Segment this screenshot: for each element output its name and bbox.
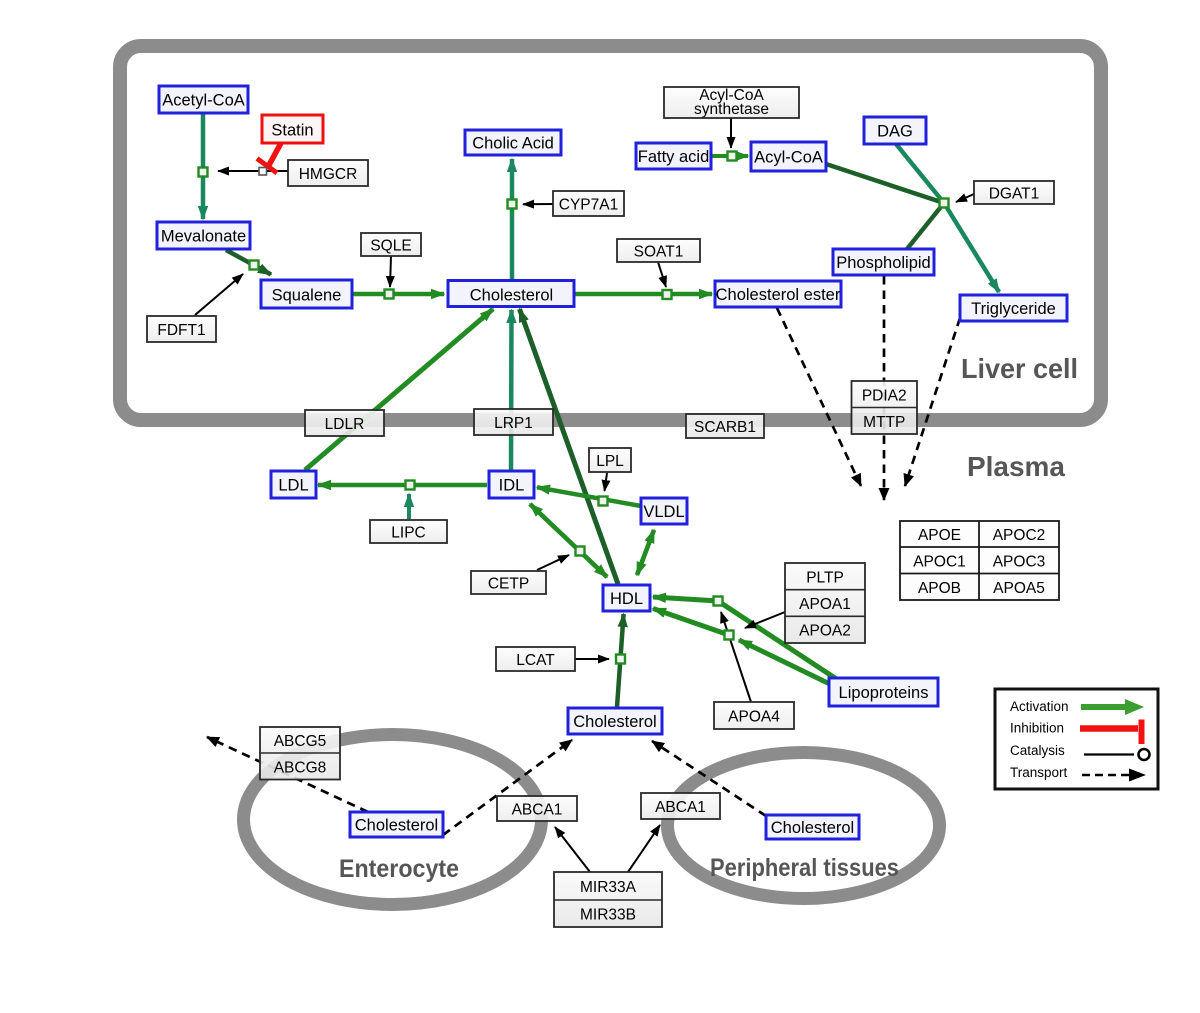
svg-text:Catalysis: Catalysis xyxy=(1010,743,1065,758)
svg-text:PDIA2: PDIA2 xyxy=(862,388,907,405)
svg-text:LDL: LDL xyxy=(278,477,308,495)
svg-text:Acyl-CoA: Acyl-CoA xyxy=(754,149,823,167)
svg-text:FDFT1: FDFT1 xyxy=(157,322,205,339)
svg-text:Fatty acid: Fatty acid xyxy=(638,148,710,166)
svg-text:LCAT: LCAT xyxy=(516,652,555,669)
svg-text:APOC3: APOC3 xyxy=(993,554,1046,571)
svg-text:Inhibition: Inhibition xyxy=(1010,721,1064,736)
svg-text:APOA2: APOA2 xyxy=(799,623,851,640)
svg-text:SOAT1: SOAT1 xyxy=(634,244,684,261)
svg-text:Acyl-CoA: Acyl-CoA xyxy=(699,87,764,104)
svg-text:DGAT1: DGAT1 xyxy=(989,186,1040,203)
svg-text:ABCA1: ABCA1 xyxy=(655,799,706,816)
svg-text:Lipoproteins: Lipoproteins xyxy=(839,684,929,702)
svg-text:SCARB1: SCARB1 xyxy=(694,419,756,436)
svg-text:Activation: Activation xyxy=(1010,699,1069,714)
svg-text:Cholic Acid: Cholic Acid xyxy=(472,135,554,153)
svg-text:DAG: DAG xyxy=(877,123,913,141)
svg-text:LPL: LPL xyxy=(596,453,624,470)
svg-text:Liver cell: Liver cell xyxy=(961,353,1078,384)
svg-text:PLTP: PLTP xyxy=(806,570,844,587)
svg-text:Cholesterol: Cholesterol xyxy=(355,817,438,835)
svg-text:Triglyceride: Triglyceride xyxy=(971,300,1056,318)
svg-text:VLDL: VLDL xyxy=(643,503,684,521)
svg-text:APOE: APOE xyxy=(918,527,961,544)
svg-text:Cholesterol: Cholesterol xyxy=(771,819,854,837)
svg-text:Cholesterol: Cholesterol xyxy=(470,287,553,305)
svg-text:synthetase: synthetase xyxy=(694,101,769,118)
svg-text:MIR33B: MIR33B xyxy=(580,907,636,924)
svg-text:APOA4: APOA4 xyxy=(728,709,780,726)
svg-text:Squalene: Squalene xyxy=(272,287,342,305)
svg-text:MTTP: MTTP xyxy=(863,414,905,431)
svg-text:SQLE: SQLE xyxy=(370,238,411,255)
svg-text:Enterocyte: Enterocyte xyxy=(339,855,459,883)
svg-text:IDL: IDL xyxy=(499,477,525,495)
svg-text:HDL: HDL xyxy=(610,590,643,608)
svg-text:LRP1: LRP1 xyxy=(494,415,533,432)
svg-text:CETP: CETP xyxy=(488,576,529,593)
svg-text:ABCG5: ABCG5 xyxy=(274,733,327,750)
svg-text:Cholesterol: Cholesterol xyxy=(573,713,656,731)
svg-text:Transport: Transport xyxy=(1010,765,1068,780)
svg-text:Mevalonate: Mevalonate xyxy=(161,228,246,246)
svg-text:Acetyl-CoA: Acetyl-CoA xyxy=(162,92,245,110)
svg-text:LIPC: LIPC xyxy=(391,525,425,542)
svg-text:Plasma: Plasma xyxy=(967,451,1065,482)
svg-text:APOB: APOB xyxy=(918,580,961,597)
svg-text:CYP7A1: CYP7A1 xyxy=(559,197,618,214)
svg-text:Cholesterol ester: Cholesterol ester xyxy=(716,286,841,304)
svg-text:APOA5: APOA5 xyxy=(993,580,1045,597)
svg-text:ABCG8: ABCG8 xyxy=(274,760,327,777)
svg-text:APOC1: APOC1 xyxy=(913,554,966,571)
svg-text:Statin: Statin xyxy=(271,122,313,140)
svg-text:APOA1: APOA1 xyxy=(799,596,851,613)
svg-text:Phospholipid: Phospholipid xyxy=(836,254,931,272)
svg-text:APOC2: APOC2 xyxy=(993,527,1046,544)
svg-text:ABCA1: ABCA1 xyxy=(512,802,563,819)
svg-text:HMGCR: HMGCR xyxy=(299,166,358,183)
svg-text:Peripheral tissues: Peripheral tissues xyxy=(710,854,899,882)
svg-text:LDLR: LDLR xyxy=(325,416,365,433)
svg-text:MIR33A: MIR33A xyxy=(580,879,637,896)
